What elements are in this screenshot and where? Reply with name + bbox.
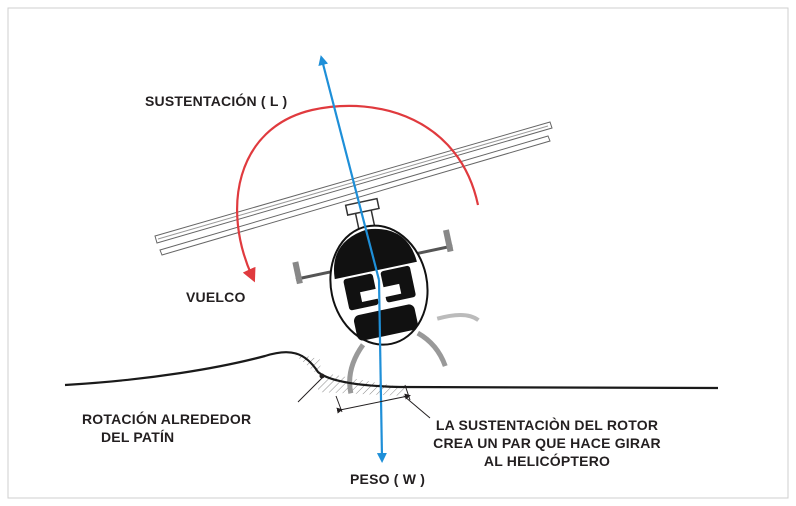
skid-rotation-line-2: DEL PATÍN — [101, 429, 175, 445]
rotor-couple-label: LA SUSTENTACIÒN DEL ROTOR CREA UN PAR QU… — [432, 416, 662, 470]
lift-label: SUSTENTACIÓN ( L ) — [145, 93, 288, 109]
moment-arm-dimension — [335, 384, 411, 414]
skid-rotation-label: ROTACIÓN ALREDEDOR DEL PATÍN — [82, 410, 251, 446]
rotor-couple-line-3: AL HELICÓPTERO — [483, 453, 611, 469]
rotor-couple-line-1: LA SUSTENTACIÒN DEL ROTOR — [435, 417, 659, 433]
weight-label: PESO ( W ) — [350, 471, 426, 487]
pivot-point — [319, 373, 325, 379]
rotor-couple-leader — [403, 395, 431, 419]
rollover-label: VUELCO — [186, 289, 246, 305]
lift-vector — [318, 55, 381, 281]
frame-border — [7, 7, 789, 499]
skid-rotation-leader — [297, 377, 323, 403]
ground-line — [64, 351, 719, 390]
skid-rotation-line-1: ROTACIÓN ALREDEDOR — [82, 411, 252, 427]
weight-vector — [376, 279, 387, 463]
rotor-couple-line-2: CREA UN PAR QUE HACE GIRAR — [433, 435, 661, 451]
rollover-arc — [236, 104, 480, 283]
